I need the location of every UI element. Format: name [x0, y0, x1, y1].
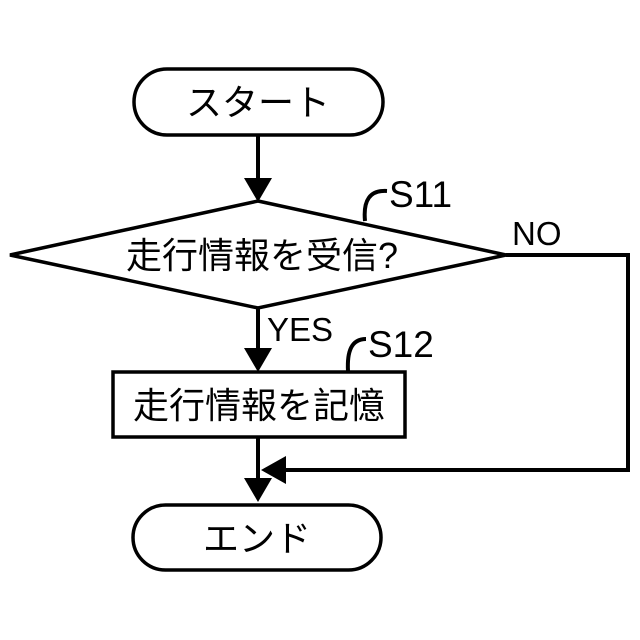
arrowhead-no-branch-merge: [261, 456, 286, 484]
end-terminal-label: エンド: [203, 518, 311, 559]
process-box: [111, 370, 407, 439]
arrowhead-into-process: [244, 348, 272, 372]
start-terminal-label: スタート: [186, 82, 330, 123]
arrowhead-into-end: [244, 478, 272, 502]
start-terminal: [132, 67, 385, 137]
process-label: 走行情報を記憶: [133, 385, 385, 426]
s11-callout-curve: [362, 188, 388, 222]
s12-callout-curve: [345, 337, 367, 372]
yes-branch-label: YES: [267, 311, 333, 348]
s12-step-label: S12: [368, 324, 434, 365]
decision-diamond: [9, 199, 507, 310]
no-branch-line: [284, 253, 630, 472]
arrowhead-into-decision: [244, 178, 272, 202]
no-branch-label: NO: [512, 215, 562, 252]
decision-label: 走行情報を受信?: [126, 235, 398, 276]
s11-step-label: S11: [389, 174, 452, 215]
end-terminal: [131, 503, 383, 572]
